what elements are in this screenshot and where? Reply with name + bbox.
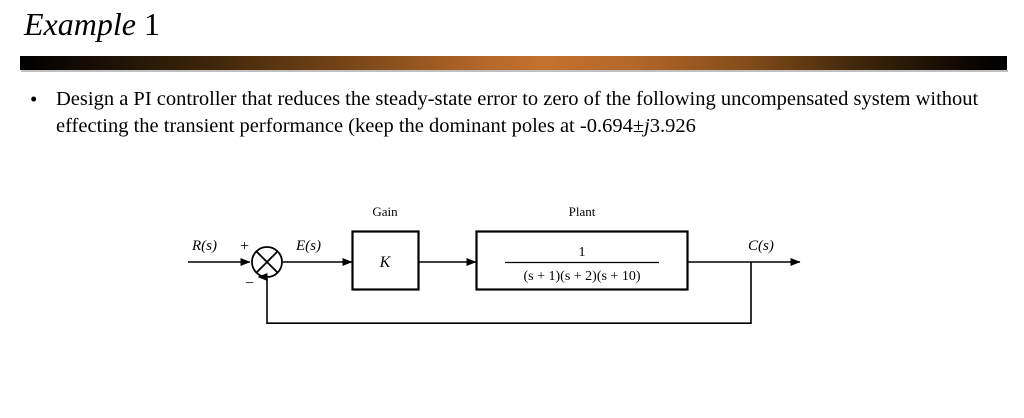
output-signal-label: C(s) (748, 238, 774, 254)
bullet-line-3-prefix: poles at -0.694± (511, 114, 645, 137)
page-title-number-part: 1 (143, 6, 160, 42)
summing-minus-sign: − (245, 275, 254, 292)
plant-block (475, 230, 689, 291)
bullet-line-3-suffix: 3.926 (649, 114, 696, 137)
gain-block-caption: Gain (372, 204, 398, 219)
summing-junction (251, 246, 283, 278)
bullet-list-item: • Design a PI controller that reduces th… (26, 86, 986, 139)
input-signal-label: R(s) (191, 238, 217, 254)
gain-block (351, 230, 420, 291)
page-title-italic-part: Example (24, 6, 136, 42)
summing-plus-sign: + (240, 238, 249, 255)
gain-block-value: K (379, 254, 392, 271)
plant-block-caption: Plant (569, 204, 596, 219)
title-divider-bar (20, 56, 1007, 70)
control-block-diagram: R(s) + − E(s) Gain K Plant 1 (s + 1)(s +… (0, 196, 1024, 356)
plant-transfer-denominator: (s + 1)(s + 2)(s + 10) (523, 269, 640, 284)
plant-den-text: (s + 1)(s + 2)(s + 10) (523, 269, 640, 284)
title-divider-shadow (21, 70, 1008, 72)
error-signal-label: E(s) (295, 238, 321, 254)
plant-transfer-numerator: 1 (579, 245, 586, 260)
page-title: Example 1 (24, 4, 160, 44)
bullet-line-1: Design a PI controller that reduces the … (56, 88, 716, 110)
bullet-body-text: Design a PI controller that reduces the … (56, 86, 986, 139)
bullet-marker-icon: • (30, 87, 38, 111)
bullet-line-2: uncompensated system without effecting t… (56, 88, 979, 137)
bullet-line-3-imaginary-unit: j (644, 114, 650, 137)
